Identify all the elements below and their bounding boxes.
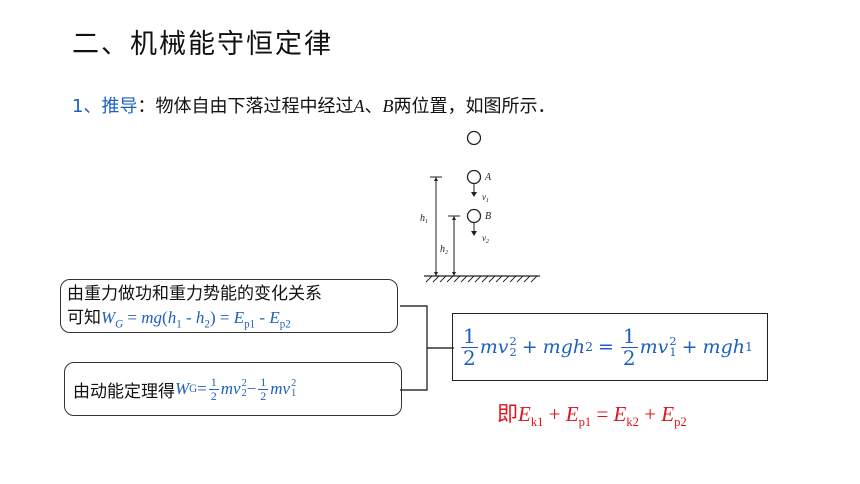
label-h1: h1 (420, 213, 428, 225)
kinetic-theorem-prefix: 由动能定理得 (73, 381, 175, 402)
gravity-work-formula: WG = mg(h1 - h2) = Ep1 - Ep2 (101, 308, 291, 331)
separator: 、 (364, 96, 383, 117)
gravity-work-line1: 由重力做功和重力势能的变化关系 (67, 284, 322, 304)
page-title: 二、机械能守恒定律 (72, 29, 333, 60)
bracket-connector (400, 305, 454, 391)
ball-top-icon (466, 130, 482, 146)
label-h2: h2 (440, 244, 448, 256)
intro-text-end: 两位置，如图所示． (393, 96, 556, 117)
label-a: A (484, 172, 492, 183)
gravity-work-line2: 可知WG = mg(h1 - h2) = Ep1 - Ep2 (67, 308, 291, 331)
colon: ： (137, 96, 156, 117)
svg-text:v1: v1 (482, 192, 489, 204)
point-a-label: A (353, 96, 365, 116)
label-b: B (485, 211, 491, 222)
svg-text:v2: v2 (482, 233, 489, 245)
intro-text: 物体自由下落过程中经过 (155, 96, 354, 117)
step-keyword: 推导 (101, 96, 138, 117)
derivation-intro: 1、推导：物体自由下落过程中经过A、B两位置，如图所示． (72, 92, 555, 118)
point-b-label: B (382, 96, 394, 116)
step-number: 1、 (72, 96, 102, 117)
gravity-work-box: 由重力做功和重力势能的变化关系 可知WG = mg(h1 - h2) = Ep1… (60, 279, 398, 333)
free-fall-diagram: A v1 B v2 h1 h2 (408, 124, 546, 288)
conservation-conclusion: 即Ek1 + Ep1 = Ek2 + Ep2 (497, 402, 687, 430)
